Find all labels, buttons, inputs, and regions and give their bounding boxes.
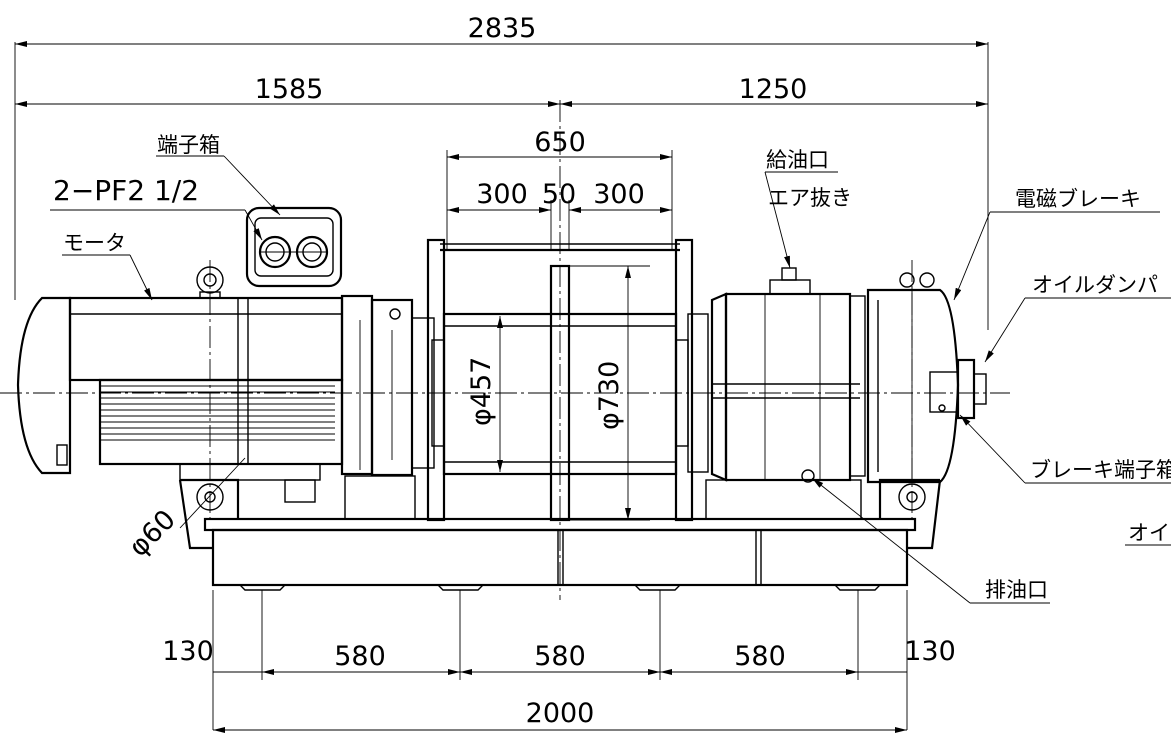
- brake: [866, 272, 987, 484]
- dim-flange-dia-text: φ730: [594, 361, 625, 430]
- dim-pitch-1-text: 580: [334, 641, 386, 672]
- dim-spans: 1585 1250: [15, 74, 988, 107]
- dim-bottom: 130 580 580 580 130 2000: [162, 590, 956, 733]
- dim-drum-dia-text: φ457: [466, 357, 497, 426]
- dim-overall: 2835: [14, 13, 989, 330]
- dim-overall-text: 2835: [468, 13, 537, 44]
- motor: [16, 266, 435, 520]
- label-oil-damper: オイルダンパ: [1032, 273, 1158, 297]
- label-terminal-box: 端子箱: [157, 133, 220, 157]
- drum: [426, 238, 709, 522]
- dim-drum: 650 300 50 300: [446, 127, 673, 250]
- dim-drum-right-text: 300: [593, 179, 645, 210]
- dim-pin-dia-text: φ60: [123, 504, 182, 563]
- label-oil-drain: 排油口: [985, 578, 1048, 602]
- dim-pitch-3-text: 580: [734, 641, 786, 672]
- dim-pitch-2-text: 580: [534, 641, 586, 672]
- dim-pin: [179, 457, 246, 529]
- label-oil-inlet: 給油口: [766, 148, 829, 172]
- leaders: [50, 155, 1171, 604]
- motor-fins: [100, 385, 335, 441]
- dim-left-span-text: 1585: [255, 74, 324, 105]
- dim-drum-width-text: 650: [534, 127, 586, 158]
- dim-right-span-text: 1250: [739, 74, 808, 105]
- dim-drum-left-text: 300: [476, 179, 528, 210]
- label-electromagnetic-brake: 電磁ブレーキ: [1015, 187, 1141, 211]
- label-brake-terminal: ブレーキ端子箱: [1030, 458, 1171, 482]
- dim-drum-mid-text: 50: [542, 179, 576, 210]
- terminal-box: [245, 206, 343, 288]
- label-motor: モータ: [63, 231, 126, 255]
- label-air-vent: エア抜き: [768, 186, 852, 210]
- label-oil-partial: オイ: [1128, 521, 1170, 545]
- dim-edge-left-text: 130: [162, 636, 214, 667]
- dim-base-length-text: 2000: [526, 698, 595, 729]
- label-conduit: 2−PF2 1/2: [53, 174, 199, 207]
- gearbox: [705, 267, 866, 520]
- dim-edge-right-text: 130: [904, 636, 956, 667]
